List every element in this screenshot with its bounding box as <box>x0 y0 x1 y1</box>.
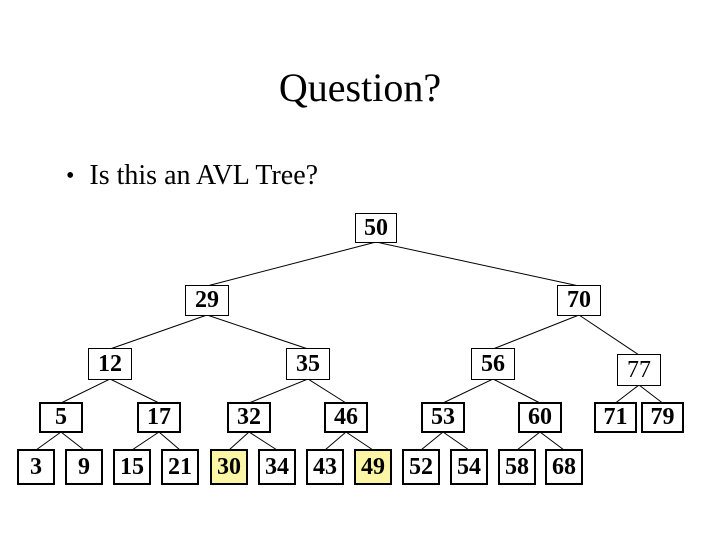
tree-node-17: 17 <box>137 402 181 433</box>
tree-edge-12-17 <box>109 378 160 404</box>
tree-node-68: 68 <box>545 449 583 485</box>
tree-edge-29-12 <box>109 314 208 350</box>
tree-edge-35-46 <box>307 378 347 404</box>
tree-node-56: 56 <box>471 348 515 380</box>
tree-edge-56-60 <box>492 378 541 404</box>
tree-edge-50-70 <box>375 241 580 287</box>
tree-node-34: 34 <box>258 449 296 485</box>
tree-node-30: 30 <box>210 449 248 485</box>
tree-edge-60-68 <box>539 431 565 451</box>
tree-node-70: 70 <box>557 285 601 316</box>
tree-node-49: 49 <box>354 449 392 485</box>
tree-node-9: 9 <box>65 449 103 485</box>
slide-title: Question? <box>278 65 442 110</box>
tree-node-60: 60 <box>518 402 562 433</box>
tree-node-79: 79 <box>641 402 684 433</box>
tree-edge-35-32 <box>248 378 309 404</box>
tree-edge-5-3 <box>35 431 62 451</box>
tree-node-5: 5 <box>39 402 83 433</box>
tree-edge-50-29 <box>206 241 377 287</box>
tree-edge-17-21 <box>158 431 181 451</box>
tree-edge-32-30 <box>228 431 250 451</box>
tree-node-77: 77 <box>617 354 661 386</box>
tree-node-54: 54 <box>450 449 488 485</box>
tree-edge-56-53 <box>442 378 494 404</box>
tree-edge-29-35 <box>206 314 309 350</box>
tree-edge-17-15 <box>131 431 160 451</box>
tree-node-32: 32 <box>227 402 271 433</box>
tree-edge-70-77 <box>578 314 640 356</box>
tree-edge-77-71 <box>615 384 640 404</box>
tree-edge-46-43 <box>324 431 347 451</box>
bullet-icon: • <box>66 163 75 189</box>
tree-node-58: 58 <box>498 449 536 485</box>
tree-edge-46-49 <box>345 431 374 451</box>
tree-node-46: 46 <box>324 402 368 433</box>
tree-edge-5-9 <box>60 431 85 451</box>
bullet-item: • Is this an AVL Tree? <box>66 158 318 194</box>
tree-node-71: 71 <box>594 402 637 433</box>
tree-node-53: 53 <box>421 402 465 433</box>
tree-edge-60-58 <box>516 431 541 451</box>
tree-node-29: 29 <box>185 285 229 316</box>
tree-edge-53-54 <box>442 431 470 451</box>
tree-edge-32-34 <box>248 431 278 451</box>
tree-edge-77-79 <box>638 384 663 404</box>
tree-node-50: 50 <box>355 213 397 243</box>
tree-edge-70-56 <box>492 314 580 350</box>
tree-node-3: 3 <box>17 449 55 485</box>
tree-node-52: 52 <box>402 449 440 485</box>
tree-edge-53-52 <box>420 431 444 451</box>
tree-node-12: 12 <box>88 348 132 380</box>
tree-node-43: 43 <box>306 449 344 485</box>
tree-edge-12-5 <box>60 378 111 404</box>
bullet-text: Is this an AVL Tree? <box>89 160 319 191</box>
tree-node-15: 15 <box>113 449 151 485</box>
tree-node-35: 35 <box>286 348 330 380</box>
tree-node-21: 21 <box>161 449 199 485</box>
